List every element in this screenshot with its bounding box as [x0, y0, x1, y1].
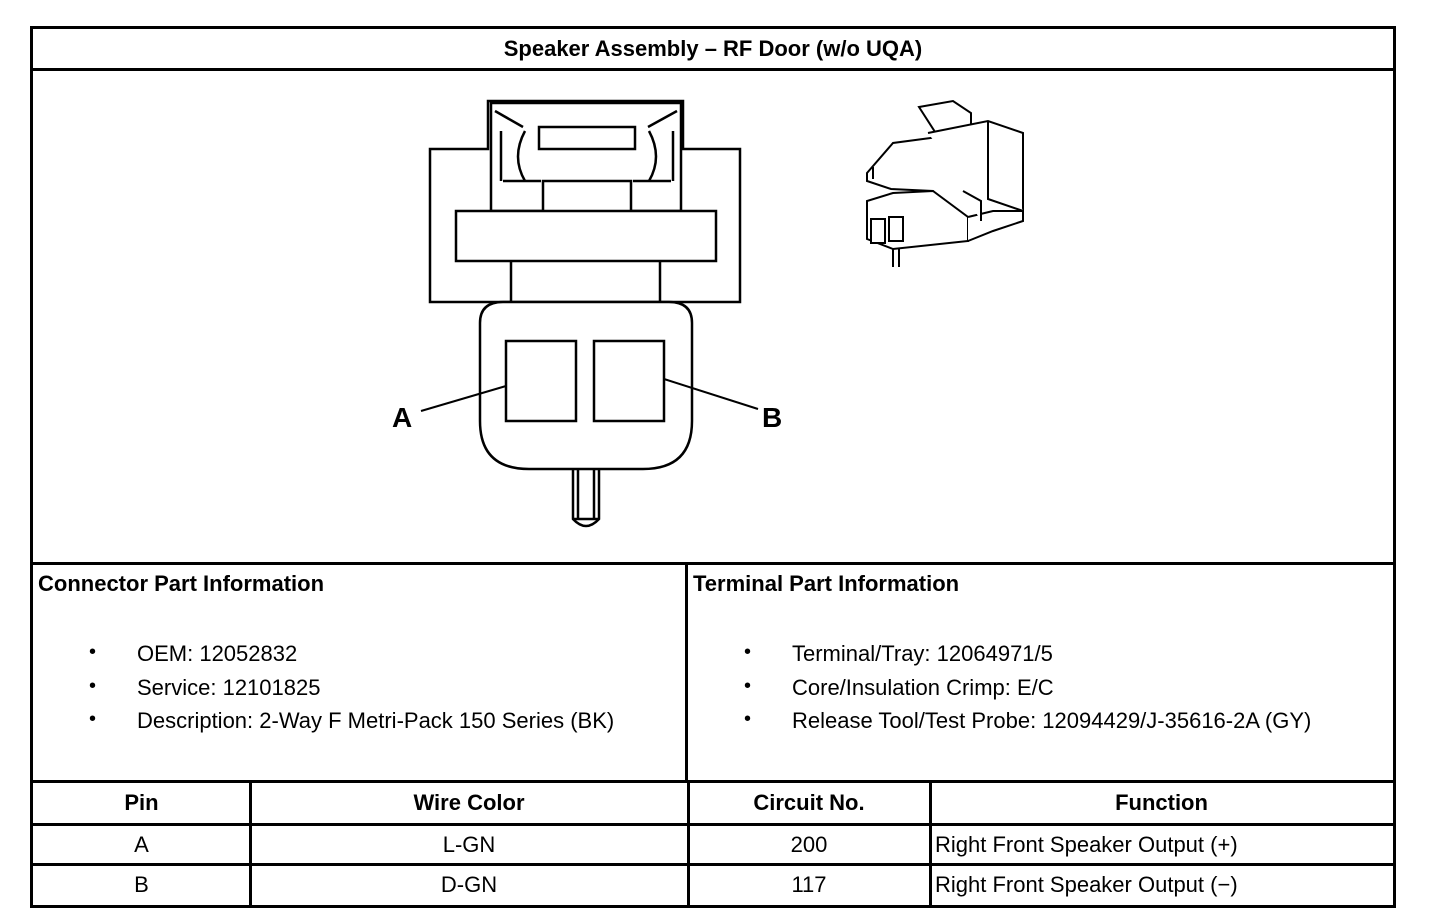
terminal-part-info: Terminal Part Information • Terminal/Tray…	[688, 565, 1393, 780]
connector-face-drawing: A B	[392, 99, 1024, 528]
header-pin: Pin	[124, 790, 159, 815]
table-divider	[33, 823, 1393, 826]
list-item: • Service: 12101825	[85, 675, 614, 709]
list-item: • Terminal/Tray: 12064971/5	[740, 641, 1311, 675]
cell-function: Right Front Speaker Output (+)	[935, 831, 1238, 857]
bullet-icon: •	[89, 641, 97, 663]
connector-diagram: A B	[33, 71, 1393, 565]
table-divider	[33, 863, 1393, 866]
bullet-icon: •	[744, 674, 752, 697]
cell-pin: A	[134, 831, 149, 857]
connector-info-service: Service: 12101825	[137, 674, 321, 700]
table-header-row: Pin Wire Color Circuit No. Function	[33, 783, 1393, 823]
table-row: B D-GN 117 Right Front Speaker Output (−…	[33, 866, 1393, 903]
part-information-section: Connector Part Information • OEM: 1205283…	[33, 565, 1393, 783]
pinout-frame: Speaker Assembly – RF Door (w/o UQA)	[30, 26, 1396, 908]
table-column-divider	[687, 783, 690, 905]
connector-info-list: • OEM: 12052832 • Service: 12101825 • Descr…	[85, 641, 614, 742]
page-title: Speaker Assembly – RF Door (w/o UQA)	[33, 29, 1393, 71]
header-function: Function	[1115, 790, 1208, 815]
lock-bar	[537, 125, 637, 151]
cell-pin: B	[134, 871, 149, 897]
pin-label-b: B	[762, 402, 782, 433]
leader-a	[420, 385, 507, 412]
table-row: A L-GN 200 Right Front Speaker Output (+…	[33, 826, 1393, 863]
terminal-info-release-tool: Release Tool/Test Probe: 12094429/J-3561…	[792, 708, 1312, 733]
connector-info-heading: Connector Part Information	[38, 571, 325, 596]
cell-function: Right Front Speaker Output (−)	[935, 871, 1238, 897]
cell-circuit-no: 117	[791, 871, 827, 897]
header-wire-color: Wire Color	[413, 790, 525, 815]
terminal-housing	[478, 300, 694, 471]
bullet-icon: •	[89, 674, 97, 697]
terminal-info-crimp: Core/Insulation Crimp: E/C	[792, 674, 1054, 700]
connector-info-description: Description: 2-Way F Metri-Pack 150 Seri…	[137, 708, 615, 733]
list-item: • OEM: 12052832	[85, 641, 614, 675]
connector-part-info: Connector Part Information • OEM: 1205283…	[33, 565, 688, 780]
bullet-icon: •	[89, 708, 97, 730]
list-item: • Description: 2-Way F Metri-Pack 150 Ser…	[85, 708, 614, 742]
table-column-divider	[249, 783, 252, 905]
pinout-table: Pin Wire Color Circuit No. Function A L-…	[33, 783, 1393, 905]
cell-wire-color: D-GN	[440, 871, 498, 897]
connector-isometric-icon	[866, 99, 1024, 267]
pin-label-a: A	[392, 402, 412, 433]
cell-circuit-no: 200	[790, 831, 828, 857]
terminal-info-tray: Terminal/Tray: 12064971/5	[792, 641, 1053, 666]
terminal-info-list: • Terminal/Tray: 12064971/5 • Core/Insulat…	[740, 641, 1311, 742]
list-item: • Core/Insulation Crimp: E/C	[740, 675, 1311, 709]
bullet-icon: •	[744, 641, 752, 663]
header-circuit-no: Circuit No.	[753, 790, 865, 815]
table-column-divider	[929, 783, 932, 905]
leader-b	[663, 378, 759, 410]
cavity-b	[592, 339, 666, 423]
connector-flange	[454, 209, 718, 263]
cell-wire-color: L-GN	[442, 831, 496, 857]
bullet-icon: •	[744, 708, 752, 730]
terminal-info-heading: Terminal Part Information	[693, 571, 960, 596]
cavity-a	[504, 339, 578, 423]
connector-info-oem: OEM: 12052832	[137, 641, 298, 666]
list-item: • Release Tool/Test Probe: 12094429/J-356…	[740, 708, 1311, 742]
